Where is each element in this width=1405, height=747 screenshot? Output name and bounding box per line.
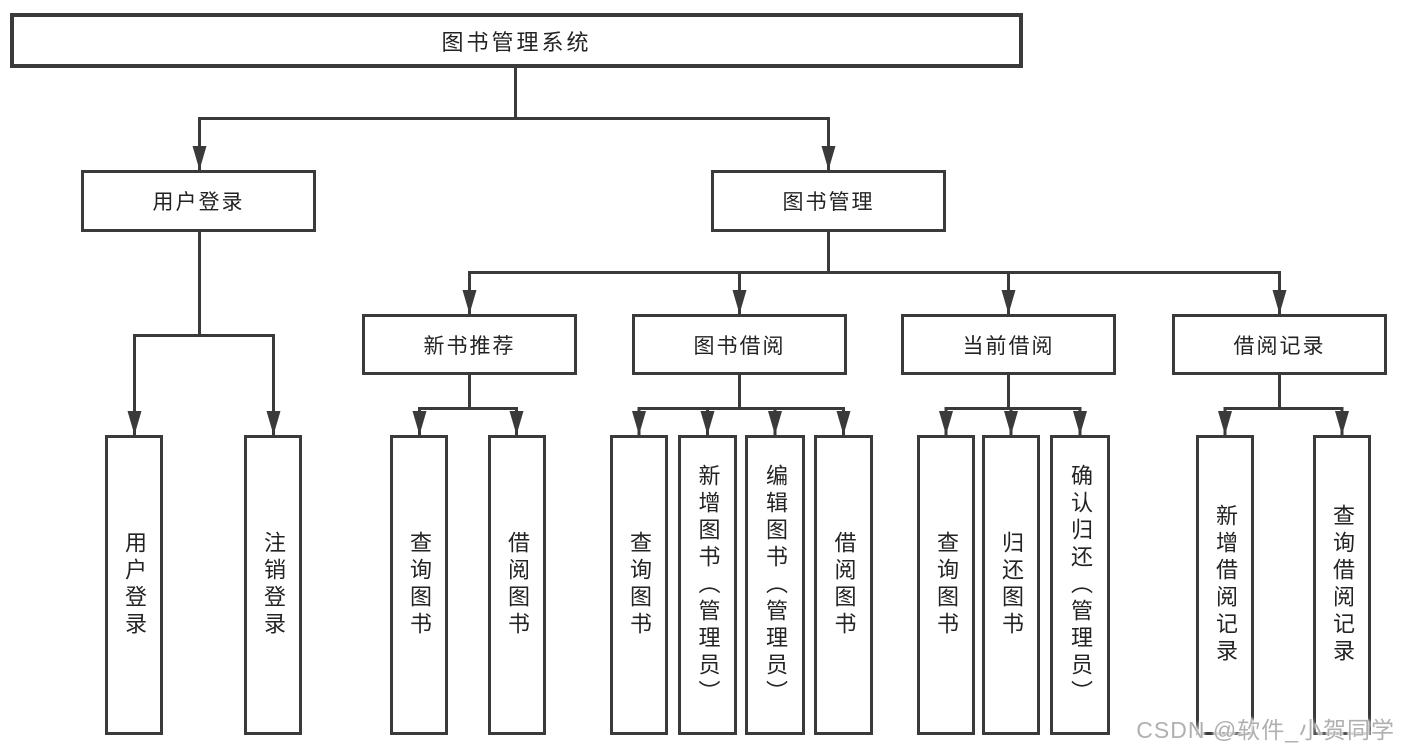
connector-current-borrow-to-leaves (939, 375, 1087, 435)
leaf-records-query-record: 查询借阅记录 (1313, 435, 1371, 735)
node-borrow-records: 借阅记录 (1172, 314, 1387, 375)
connector-borrow-records-to-leaves (1218, 375, 1349, 435)
leaf-label: 借阅图书 (505, 531, 530, 639)
connector-user-login-to-leaves (127, 232, 281, 435)
leaf-borrow-query-books: 查询图书 (610, 435, 668, 735)
node-user-login: 用户登录 (81, 170, 316, 232)
node-current-borrow: 当前借阅 (901, 314, 1116, 375)
node-book-borrow: 图书借阅 (632, 314, 847, 375)
connector-book-management-to-level3 (462, 232, 1287, 314)
leaf-label: 查询图书 (627, 531, 652, 639)
leaf-logout: 注销登录 (244, 435, 302, 735)
leaf-recommend-borrow-books: 借阅图书 (488, 435, 546, 735)
leaf-label: 查询借阅记录 (1330, 504, 1355, 666)
connector-new-book-recommend-to-leaves (412, 375, 524, 435)
leaf-user-login: 用户登录 (105, 435, 163, 735)
leaf-borrow-add-books-admin: 新增图书（管理员） (678, 435, 737, 735)
node-new-book-recommend: 新书推荐 (362, 314, 577, 375)
leaf-label: 查询图书 (934, 531, 959, 639)
leaf-label: 注销登录 (261, 531, 286, 639)
leaf-recommend-query-books: 查询图书 (390, 435, 448, 735)
connector-book-borrow-to-leaves (632, 375, 851, 435)
node-root: 图书管理系统 (10, 13, 1023, 68)
leaf-label: 用户登录 (122, 531, 147, 639)
leaf-current-query-books: 查询图书 (917, 435, 975, 735)
leaf-current-return-books: 归还图书 (982, 435, 1040, 735)
leaf-borrow-edit-books-admin: 编辑图书（管理员） (745, 435, 805, 735)
leaf-current-confirm-return-admin: 确认归还（管理员） (1050, 435, 1110, 735)
leaf-label: 确认归还（管理员） (1068, 463, 1093, 707)
leaf-label: 查询图书 (407, 531, 432, 639)
leaf-label: 归还图书 (999, 531, 1024, 639)
leaf-label: 新增图书（管理员） (695, 463, 721, 707)
leaf-label: 新增借阅记录 (1213, 504, 1238, 666)
leaf-label: 借阅图书 (831, 531, 857, 639)
leaf-borrow-borrow-books: 借阅图书 (814, 435, 873, 735)
leaf-records-add-record: 新增借阅记录 (1196, 435, 1254, 735)
node-book-management: 图书管理 (711, 170, 946, 232)
connector-root-to-level2 (192, 68, 836, 170)
leaf-label: 编辑图书（管理员） (763, 463, 788, 707)
